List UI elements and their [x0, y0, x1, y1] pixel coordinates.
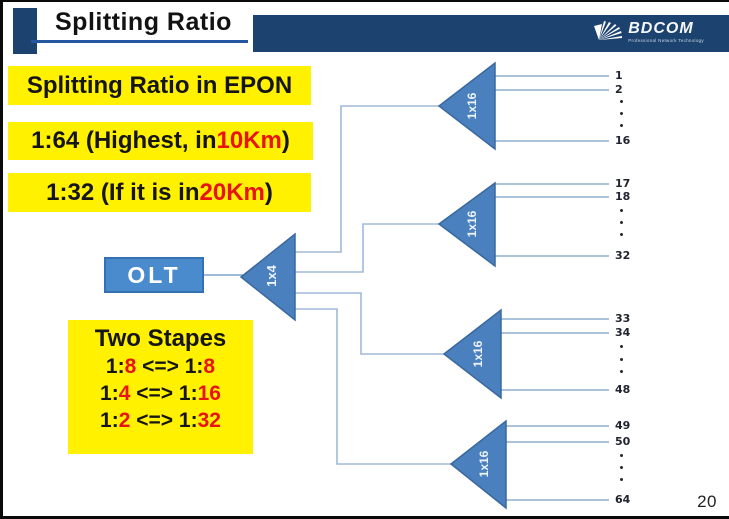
splitter-3-outputs	[501, 318, 609, 391]
port-label: 18	[615, 190, 631, 203]
splitter-2-outputs	[495, 183, 609, 257]
connector-splitter-1	[295, 105, 439, 253]
bdcom-fan-icon	[594, 21, 623, 40]
connector-splitter-3	[295, 292, 444, 355]
ellipsis-dot	[620, 478, 623, 481]
splitter-1x16-triangle-3	[442, 308, 502, 400]
info-box-1-32: 1:32 (If it is in 20Km)	[8, 173, 311, 212]
ellipsis-dot	[620, 124, 623, 127]
row1-p1: 1:	[100, 382, 119, 405]
title-underline	[31, 40, 248, 43]
ellipsis-dot	[620, 221, 623, 224]
page-number: 20	[697, 492, 717, 511]
info-box-epon: Splitting Ratio in EPON	[8, 66, 311, 105]
splitter-diagram	[204, 61, 609, 510]
info-box-1-64: 1:64 (Highest, in 10Km)	[8, 122, 313, 160]
port-label: 49	[615, 419, 631, 432]
splitter-1x16-label-3: 1x16	[471, 340, 485, 368]
port-label: 64	[615, 493, 631, 506]
page-title: Splitting Ratio	[55, 8, 232, 36]
splitter-1x4-triangle	[239, 232, 296, 322]
two-stages-row: 1:8 <=> 1:8	[68, 353, 253, 380]
ellipsis-dot	[620, 466, 623, 469]
row2-p2: 1:	[178, 409, 198, 432]
ellipsis-dot	[620, 100, 623, 103]
header-bar: BDCOM Professional Network Technology	[253, 15, 729, 52]
splitter-4-outputs	[506, 425, 609, 501]
port-label: 32	[615, 249, 631, 262]
ellipsis-dot	[620, 209, 623, 212]
row1-p2: 1:	[178, 382, 198, 405]
two-stages-box: Two Stapes 1:8 <=> 1:8 1:4 <=> 1:16 1:2 …	[68, 320, 253, 454]
row1-r2: 16	[197, 382, 221, 405]
row2-p1: 1:	[100, 409, 119, 432]
info-box-epon-text: Splitting Ratio in EPON	[26, 71, 293, 99]
row0-p2: 1:	[184, 355, 204, 378]
bdcom-logo: BDCOM Professional Network Technology	[592, 20, 704, 44]
ellipsis-dot	[620, 454, 623, 457]
title-accent-block	[13, 8, 37, 54]
olt-label: OLT	[127, 261, 181, 288]
ellipsis-dot	[620, 112, 623, 115]
ellipsis-dot	[620, 345, 623, 348]
ratio32-red: 20Km	[199, 178, 265, 206]
connector-splitter-4	[295, 308, 451, 465]
two-stages-title: Two Stapes	[94, 325, 227, 352]
olt-box: OLT	[104, 257, 204, 293]
ellipsis-dot	[620, 233, 623, 236]
row0-r1: 8	[124, 355, 137, 378]
row2-r2: 32	[197, 409, 221, 432]
splitter-1x4-label: 1x4	[264, 265, 279, 287]
splitter-1x16-label-2: 1x16	[465, 210, 479, 238]
connector-splitter-2	[295, 223, 439, 273]
two-stages-row: 1:4 <=> 1:16	[68, 380, 253, 407]
splitter-1-outputs	[495, 75, 609, 142]
ellipsis-dot	[620, 358, 623, 361]
splitter-1x16-triangle-4	[449, 419, 507, 510]
splitter-1x16-label-4: 1x16	[477, 450, 491, 478]
row2-r1: 2	[118, 409, 131, 432]
port-label: 17	[615, 177, 631, 190]
ellipsis-dot	[620, 370, 623, 373]
port-label: 2	[615, 83, 623, 96]
row0-p1: 1:	[105, 355, 125, 378]
ratio64-close: )	[281, 127, 290, 154]
port-label: 33	[615, 312, 631, 325]
row0-r2: 8	[203, 355, 216, 378]
splitter-1x16-label-1: 1x16	[465, 92, 479, 120]
ratio64-black: 1:64 (Highest, in	[31, 127, 217, 154]
logo-tagline: Professional Network Technology	[628, 38, 704, 43]
ratio64-red: 10Km	[216, 127, 282, 154]
port-label: 50	[615, 435, 631, 448]
port-label: 48	[615, 383, 631, 396]
ratio32-black: 1:32 (If it is in	[46, 178, 200, 206]
ratio32-close: )	[264, 178, 273, 206]
logo-text: BDCOM	[628, 20, 694, 37]
row1-arrow: <=>	[130, 382, 179, 405]
port-label: 34	[615, 326, 631, 339]
row0-arrow: <=>	[136, 355, 185, 378]
splitter-1x16-triangle-1	[437, 61, 496, 151]
row1-r1: 4	[118, 382, 131, 405]
splitter-1x16-triangle-2	[437, 181, 496, 268]
row2-arrow: <=>	[130, 409, 179, 432]
two-stages-row: 1:2 <=> 1:32	[68, 407, 253, 434]
port-label: 1	[615, 69, 623, 82]
port-label: 16	[615, 134, 631, 147]
